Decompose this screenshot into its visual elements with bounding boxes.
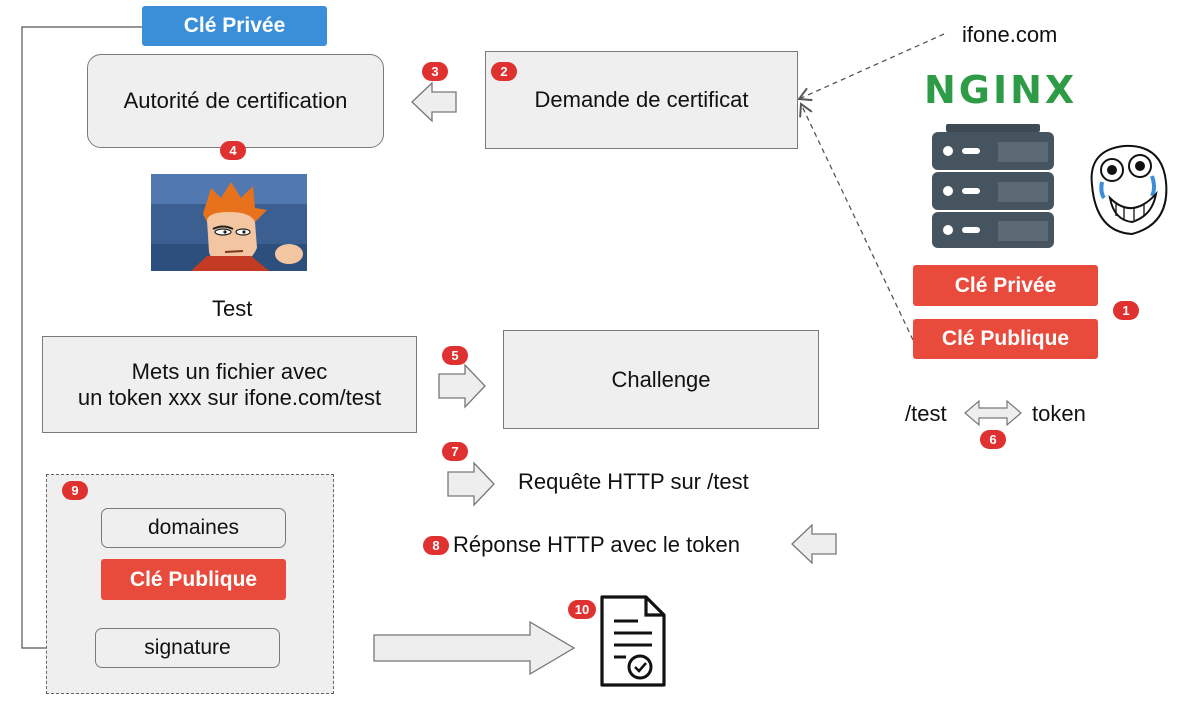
http-response-label: Réponse HTTP avec le token xyxy=(453,532,740,557)
happy-tears-face-icon xyxy=(1090,144,1168,236)
step-badge-6: 6 xyxy=(980,430,1006,449)
step-badge-1: 1 xyxy=(1113,301,1139,320)
certificate-authority-box: Autorité de certification xyxy=(87,54,384,148)
step-badge-4: 4 xyxy=(220,141,246,160)
instruction-line-2: un token xxx sur ifone.com/test xyxy=(77,384,382,410)
test-label: Test xyxy=(212,296,253,321)
path-token-double-arrow xyxy=(964,399,1022,427)
step-badge-9: 9 xyxy=(62,481,88,500)
pubkey-dashed-arrow xyxy=(799,102,914,341)
challenge-box: Challenge xyxy=(503,330,819,429)
instruction-to-challenge-arrow xyxy=(438,363,486,409)
step-badge-8: 8 xyxy=(423,536,449,555)
http-request-arrow xyxy=(447,461,495,507)
step-badge-10: 10 xyxy=(568,600,596,619)
cert-domains-field: domaines xyxy=(101,508,286,548)
server-icon xyxy=(932,124,1054,248)
certificate-request-box: Demande de certificat xyxy=(485,51,798,149)
path-label: /test xyxy=(905,401,947,426)
step-badge-2: 2 xyxy=(491,62,517,81)
instruction-box: Mets un fichier avec un token xxx sur if… xyxy=(42,336,417,433)
certificate-document-icon xyxy=(600,595,666,687)
issue-certificate-arrow xyxy=(373,620,576,676)
nginx-logo: NGINX xyxy=(924,68,1078,112)
instruction-line-1: Mets un fichier avec xyxy=(131,358,328,384)
http-response-arrow xyxy=(791,523,837,565)
server-private-key: Clé Privée xyxy=(913,265,1098,306)
http-request-label: Requête HTTP sur /test xyxy=(518,469,749,494)
server-public-key: Clé Publique xyxy=(913,319,1098,359)
ca-private-key: Clé Privée xyxy=(142,6,327,46)
domain-dashed-arrow xyxy=(797,33,945,102)
step-badge-3: 3 xyxy=(422,62,448,81)
cert-public-key: Clé Publique xyxy=(101,559,286,600)
step-badge-5: 5 xyxy=(442,346,468,365)
csr-to-ca-arrow xyxy=(411,81,457,123)
skeptical-meme-image xyxy=(151,174,307,271)
cert-signature-field: signature xyxy=(95,628,280,668)
token-label: token xyxy=(1032,401,1086,426)
step-badge-7: 7 xyxy=(442,442,468,461)
domain-label: ifone.com xyxy=(962,22,1058,47)
